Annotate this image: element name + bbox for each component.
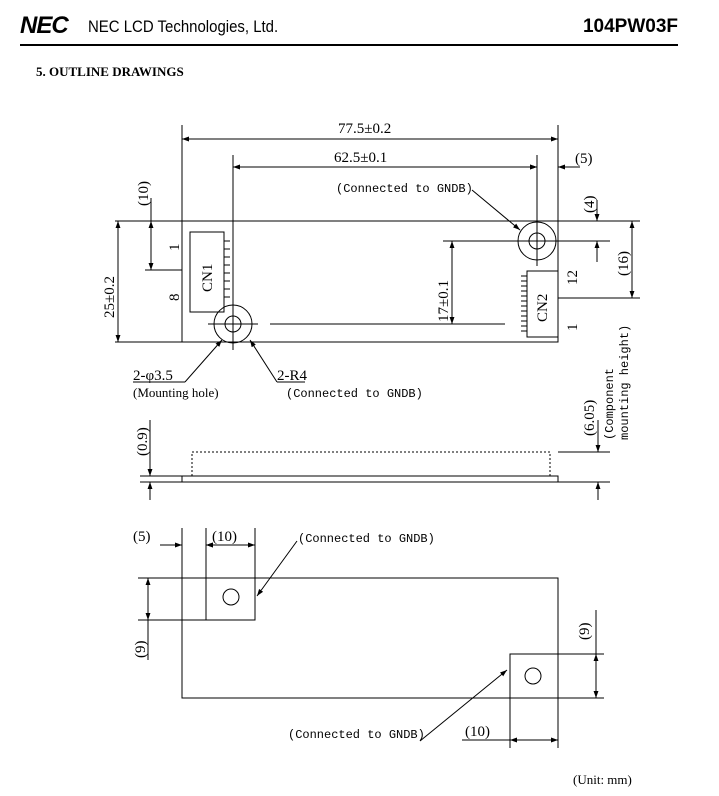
cn1-connector: [189, 231, 225, 313]
cn2-pin1-label: 1: [565, 324, 581, 332]
section-title: 5. OUTLINE DRAWINGS: [36, 64, 184, 79]
side-view: [140, 420, 610, 500]
dim-pad-right-width: (10): [465, 724, 490, 740]
page-header: NEC NEC LCD Technologies, Ltd. 104PW03F: [20, 10, 678, 46]
component-note-line2: mounting height): [618, 325, 632, 440]
cn2-pin12-label: 12: [565, 270, 581, 285]
dim-board-thickness: (0.9): [135, 427, 151, 456]
model-number: 104PW03F: [582, 16, 678, 37]
dim-pad-width: (10): [212, 529, 237, 545]
dim-hole-top-offset: (4): [582, 196, 598, 214]
component-note-line1: (Component: [603, 368, 617, 440]
cn1-pins: [224, 240, 230, 298]
mounting-hole-left: [208, 300, 258, 350]
mounting-hole-label: 2-φ3.5: [133, 368, 173, 384]
note-gndb-top: (Connected to GNDB): [336, 182, 473, 196]
board-outline-bottom: [181, 577, 559, 699]
dim-hole-pitch: 62.5±0.1: [334, 150, 387, 166]
dim-overall-height: 25±0.2: [102, 276, 118, 318]
mounting-hole-right: [512, 217, 562, 266]
cn1-pin8-label: 8: [167, 294, 183, 302]
cn1-pin1-label: 1: [167, 244, 183, 252]
dim-component-height: (6.05): [582, 400, 598, 436]
gndb-pad-left: [205, 577, 256, 621]
note-gndb-radius: (Connected to GNDB): [286, 387, 423, 401]
board-outline-side: [181, 475, 559, 483]
note-gndb-bottom-right: (Connected to GNDB): [288, 728, 425, 742]
unit-label: (Unit: mm): [573, 772, 632, 787]
dim-pad-right-height: (9): [577, 623, 593, 641]
dim-overall-length: 77.5±0.2: [338, 121, 391, 137]
note-gndb-bottom-left: (Connected to GNDB): [298, 532, 435, 546]
component-envelope: [191, 451, 551, 477]
bottom-view: [138, 528, 604, 748]
dim-hole-vertical-pitch: 17±0.1: [436, 280, 452, 322]
dim-top-offset: (10): [136, 181, 152, 206]
cn2-label: CN2: [535, 294, 551, 322]
cn2-connector: [526, 270, 559, 338]
top-view: [115, 125, 640, 383]
radius-label: 2-R4: [277, 368, 308, 384]
gndb-pad-right: [509, 653, 559, 699]
cn1-label: CN1: [200, 264, 216, 292]
dim-cn2-height: (16): [616, 251, 632, 276]
dim-pad-top-offset: (9): [133, 641, 149, 659]
dim-right-offset: (5): [575, 151, 593, 167]
mounting-hole-note: (Mounting hole): [133, 385, 219, 400]
dim-pad-left-offset: (5): [133, 529, 151, 545]
nec-logo: NEC: [20, 12, 69, 39]
cn2-pins: [521, 275, 527, 332]
company-name: NEC LCD Technologies, Ltd.: [88, 17, 279, 36]
